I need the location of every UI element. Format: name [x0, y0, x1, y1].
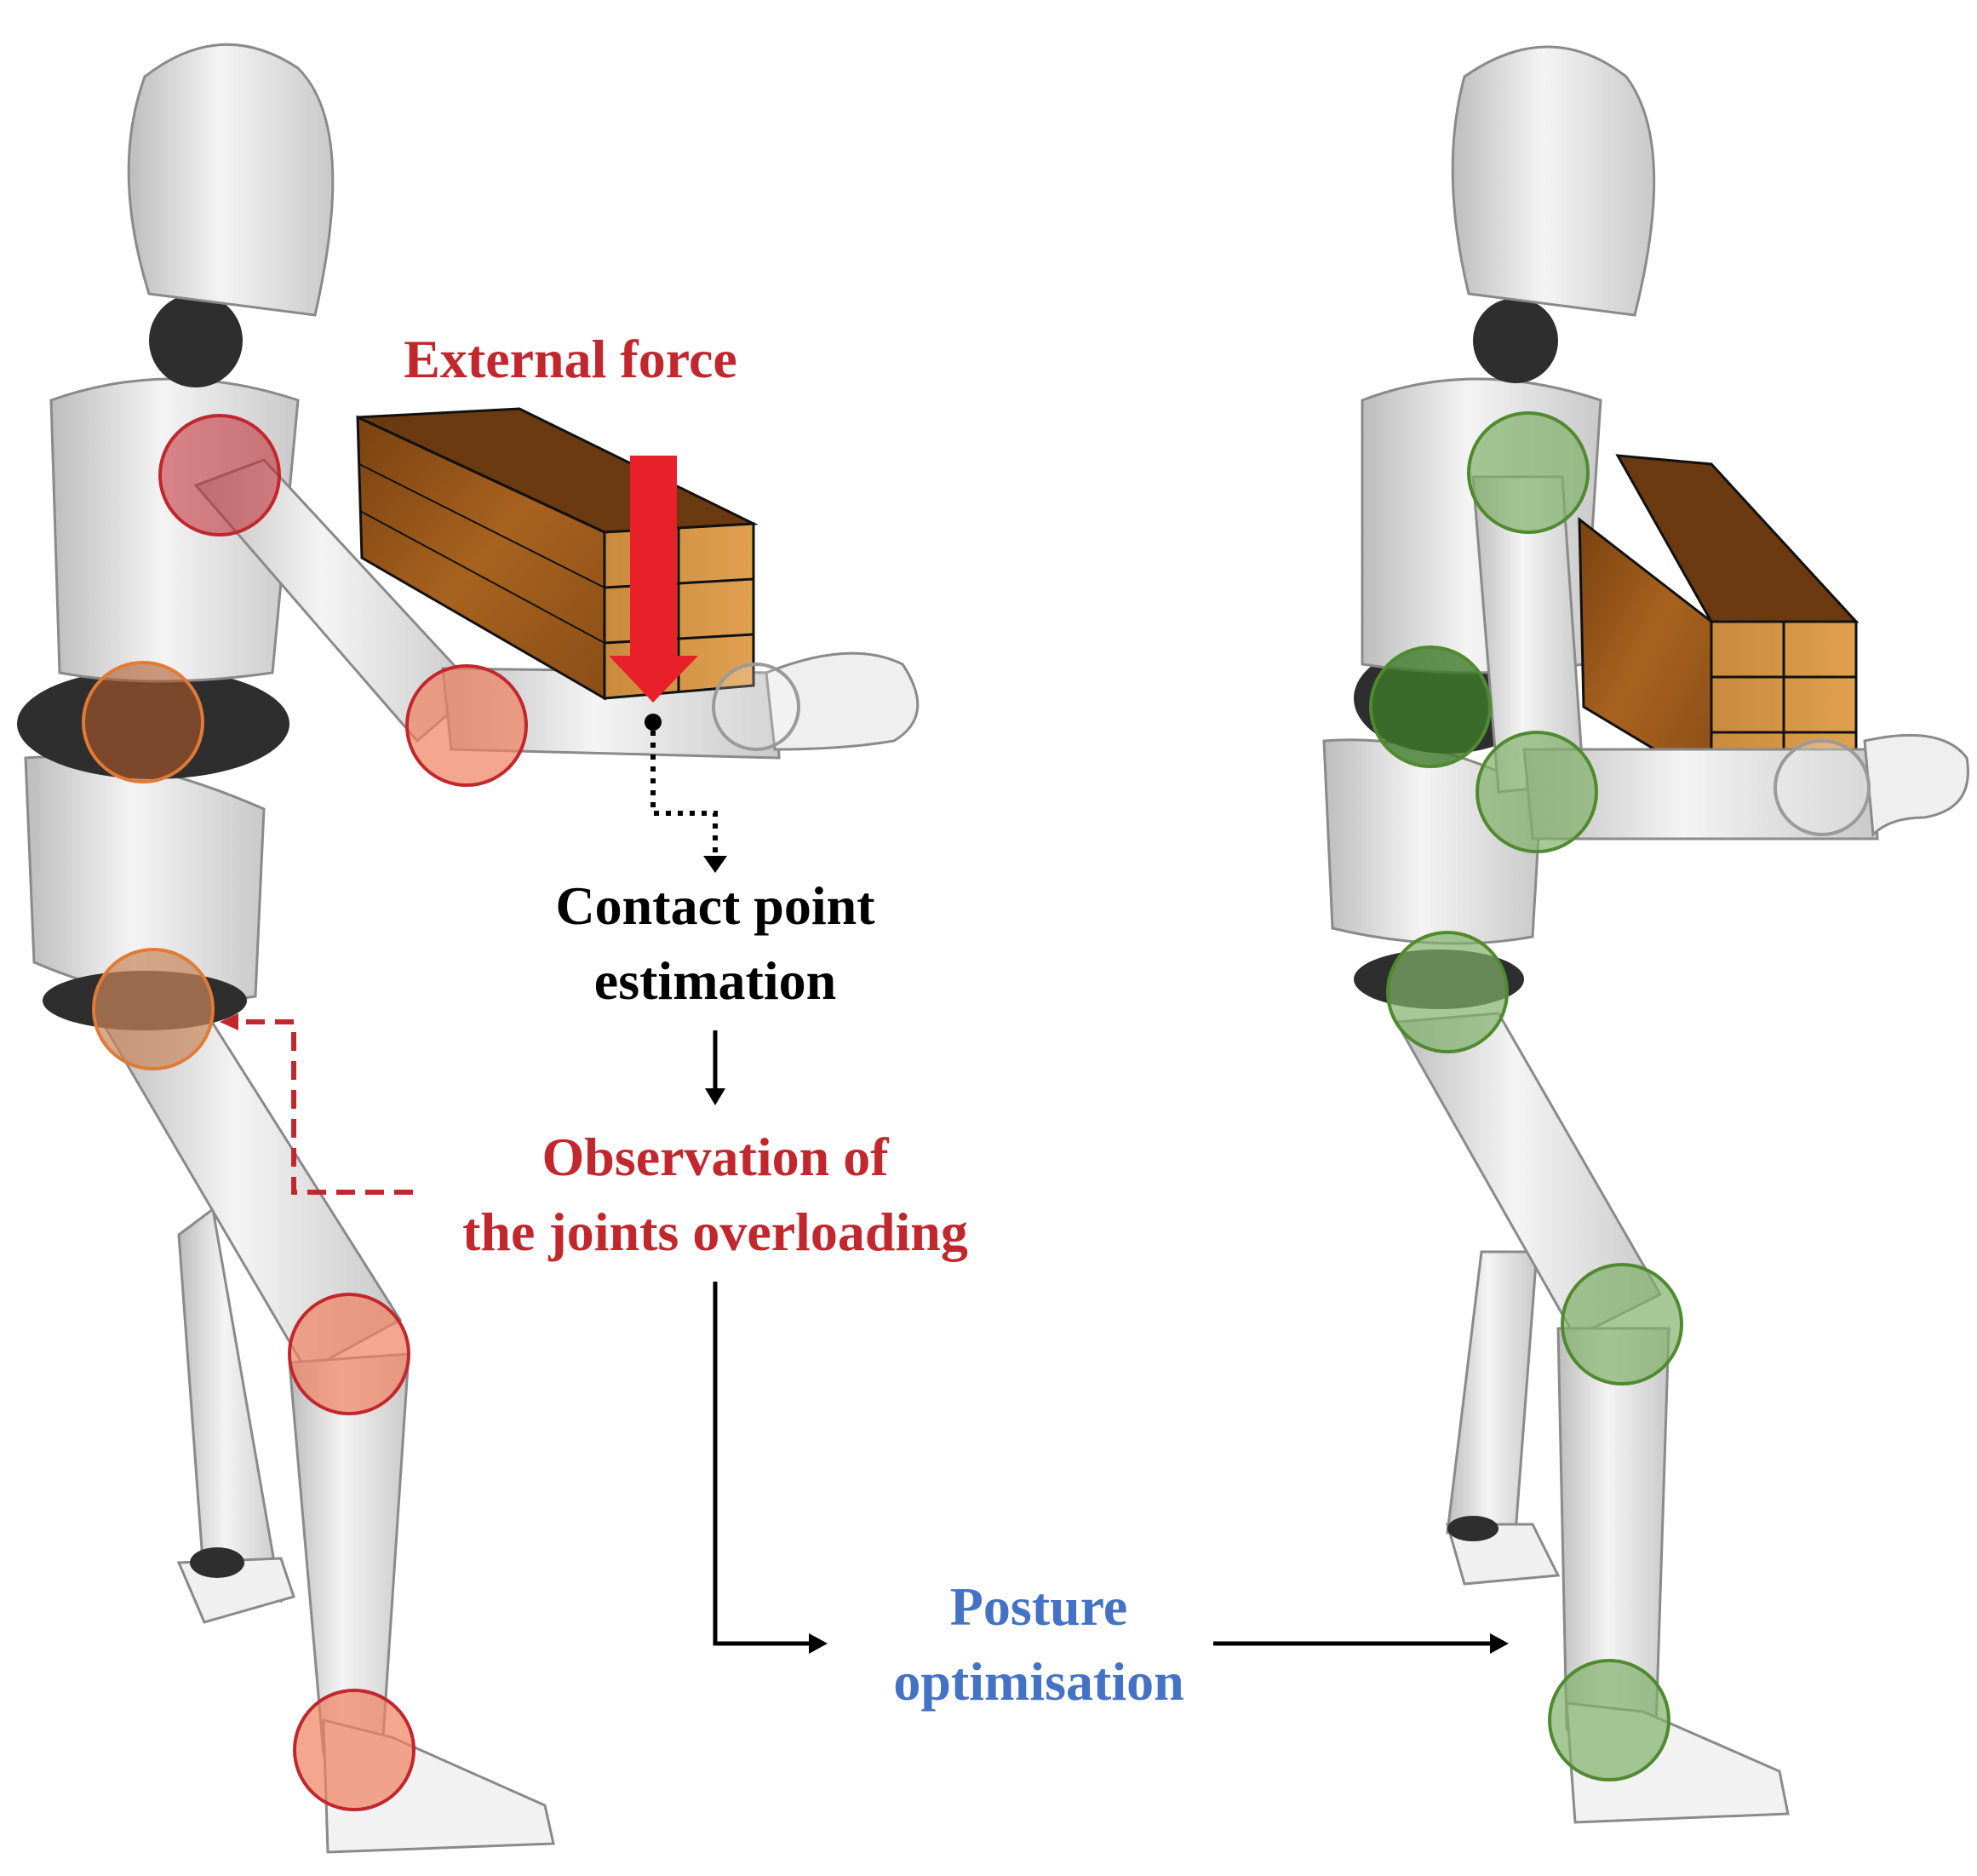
external-force-label: External force: [349, 322, 792, 397]
force-arrow-icon: [609, 456, 698, 703]
posture-line-1: Posture: [949, 1576, 1128, 1637]
contact-point-line-1: Contact point: [555, 875, 875, 936]
external-force-text: External force: [404, 329, 737, 389]
overload-connector: [220, 1013, 413, 1195]
observation-line-2: the joints overloading: [462, 1202, 968, 1262]
observation-label: Observation of the joints overloading: [409, 1120, 1022, 1270]
observation-line-1: Observation of: [542, 1127, 889, 1187]
mannequin-right-icon: [1322, 45, 1790, 1824]
contact-point-line-2: estimation: [593, 950, 837, 1011]
contact-point-label: Contact point estimation: [477, 869, 954, 1018]
arrow-posture-to-right: [1213, 1633, 1509, 1654]
posture-label: Posture optimisation: [851, 1569, 1226, 1719]
posture-line-2: optimisation: [893, 1651, 1184, 1712]
arrow-contact-to-observation: [705, 1030, 725, 1105]
right-joint-markers: [1369, 411, 1871, 1781]
wooden-box-icon-right: [1578, 454, 1860, 786]
arrow-observation-to-posture: [713, 1282, 828, 1654]
left-joint-markers: [82, 414, 800, 1811]
contact-point-connector: [645, 714, 727, 873]
